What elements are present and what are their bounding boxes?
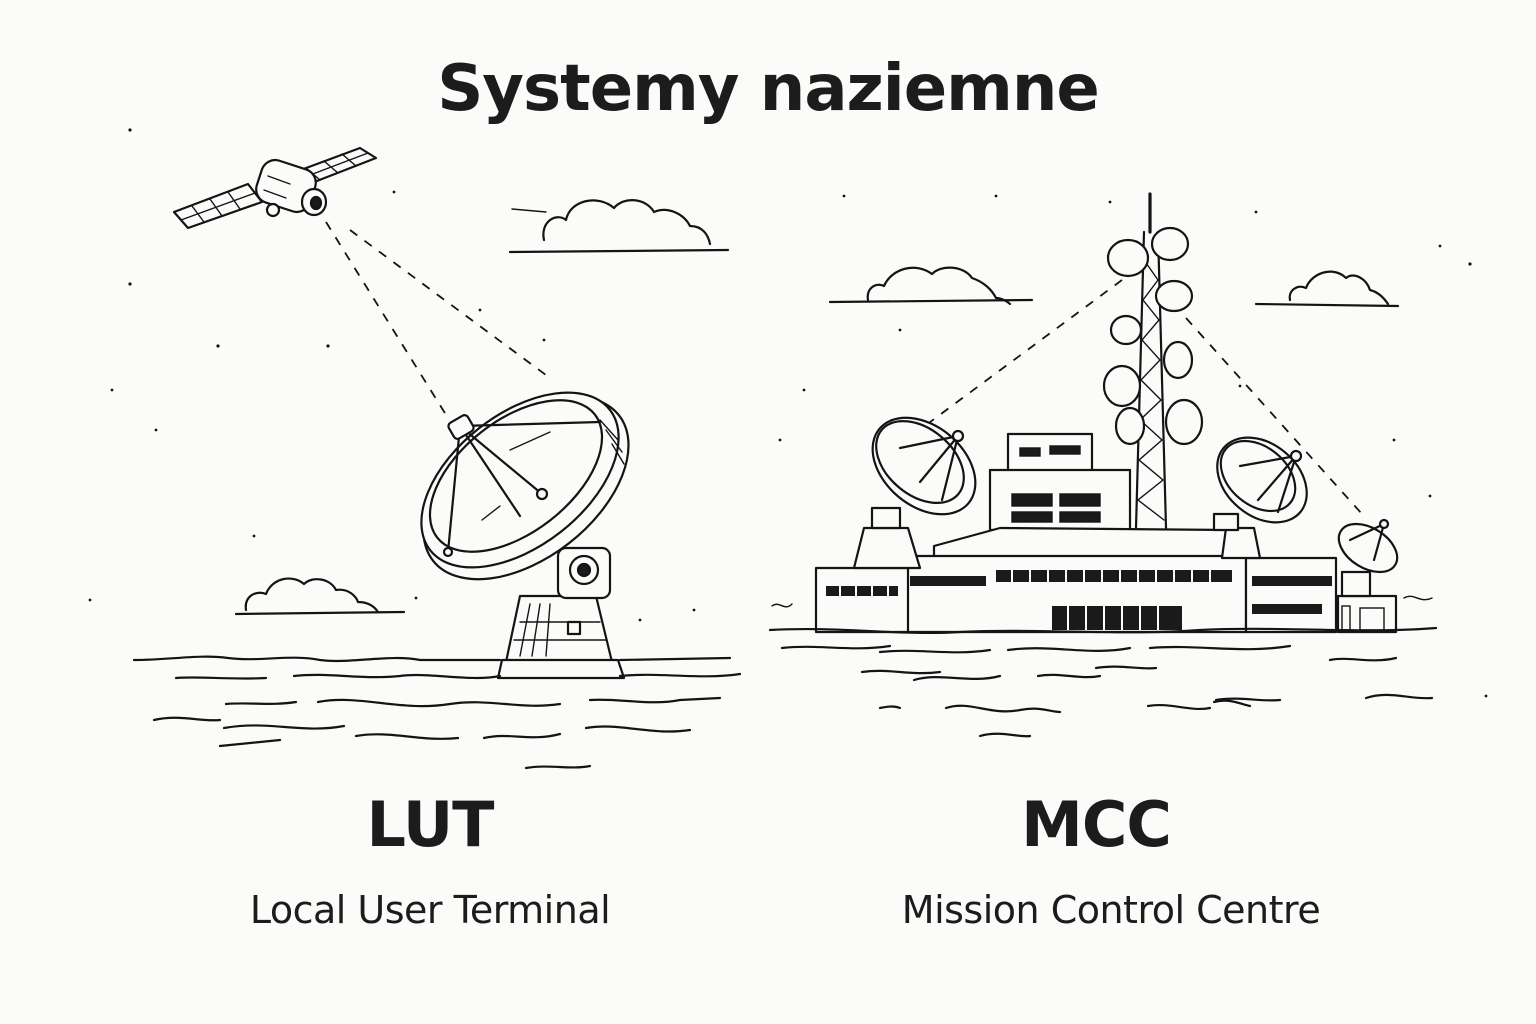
mcc-dish-left-icon	[870, 416, 977, 530]
mcc-full-name: Mission Control Centre	[901, 888, 1321, 932]
lut-dish-antenna-icon	[420, 391, 630, 680]
signal-beam-line	[921, 279, 1123, 429]
page-title: Systemy naziemne	[437, 52, 1100, 126]
mcc-dish-small-icon	[1337, 518, 1399, 598]
cloud-icon	[234, 577, 406, 616]
mcc-abbreviation: MCC	[1021, 788, 1172, 861]
signal-beam-line	[1185, 317, 1363, 515]
mcc-illustration	[768, 192, 1438, 738]
antenna-tower-icon	[1102, 192, 1204, 530]
lut-abbreviation: LUT	[366, 788, 495, 861]
cloud-icon	[508, 199, 730, 254]
signal-beam-line	[325, 221, 449, 419]
shore-detail	[1403, 595, 1433, 601]
lut-full-name: Local User Terminal	[249, 888, 611, 932]
mcc-dish-right-icon	[1212, 436, 1308, 532]
lut-illustration	[132, 146, 742, 770]
cloud-icon	[828, 266, 1034, 306]
water-waves	[132, 655, 742, 770]
satellite-icon	[172, 146, 378, 230]
water-waves	[768, 626, 1438, 738]
mcc-building-icon	[814, 432, 1398, 634]
background-specks	[88, 128, 1488, 842]
signal-beam-line	[349, 229, 551, 379]
shore-detail	[771, 603, 793, 608]
cloud-icon	[1254, 270, 1400, 308]
